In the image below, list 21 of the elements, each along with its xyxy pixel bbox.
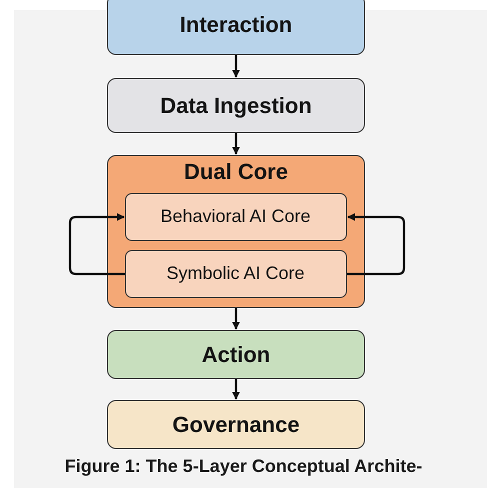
- layer-box: [107, 0, 365, 55]
- layer-box: [107, 78, 365, 133]
- layer-label: Governance: [172, 412, 300, 438]
- arrow: [232, 55, 240, 78]
- group-title: Dual Core: [184, 159, 288, 185]
- arrow: [232, 133, 240, 155]
- sub-layer-box: [124, 250, 346, 298]
- layer-box: [107, 330, 365, 379]
- figure-caption: Figure 1: The 5-Layer Conceptual Archite-: [64, 456, 424, 477]
- layer-label: Behavioral AI Core: [160, 206, 311, 227]
- arrow: [232, 308, 240, 330]
- arrow: [347, 213, 406, 276]
- group-box: [107, 155, 365, 308]
- layer-box: [107, 400, 365, 449]
- layer-label: Data Ingestion: [160, 92, 312, 118]
- layer-label: Symbolic AI Core: [166, 263, 305, 284]
- sub-layer-box: [124, 192, 346, 240]
- arrow: [68, 213, 125, 276]
- layer-label: Interaction: [180, 12, 292, 38]
- arrow: [232, 379, 240, 400]
- layer-label: Action: [202, 342, 270, 368]
